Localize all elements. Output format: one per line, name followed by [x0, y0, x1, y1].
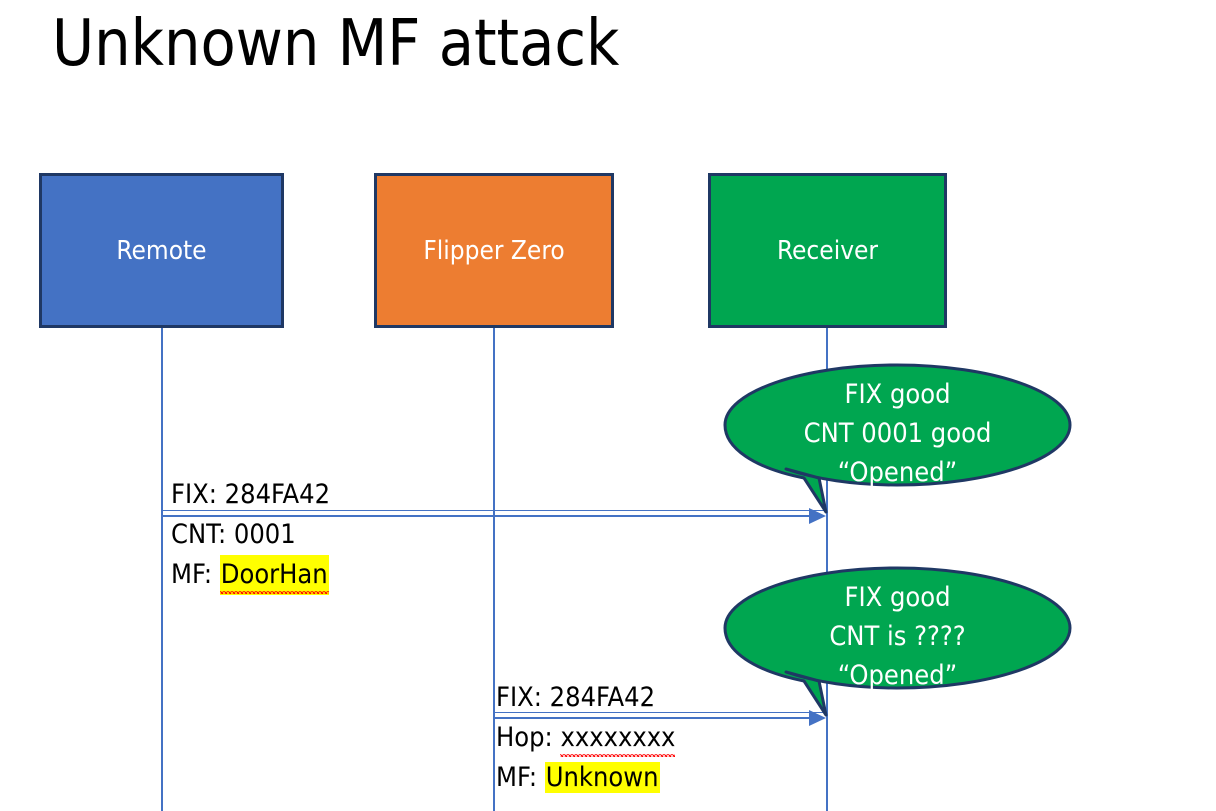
message-1-line-1-value: 284FA42 [224, 479, 331, 510]
message-1-line-2-label: CNT: [171, 519, 234, 550]
message-1-divider-line [163, 510, 827, 511]
message-1-line-1-label: FIX: [171, 479, 225, 510]
message-2-line-3-label: MF: [496, 762, 545, 793]
message-2-text-block: FIX: 284FA42 Hop: xxxxxxxx MF: Unknown [496, 678, 675, 798]
message-2-line-3-value-highlighted: Unknown [544, 762, 660, 793]
message-2-line-1: FIX: 284FA42 [496, 678, 675, 718]
message-1-line-3: MF: DoorHan [171, 555, 330, 595]
message-2-line-1-label: FIX: [496, 682, 550, 713]
message-1-line-1: FIX: 284FA42 [171, 475, 330, 515]
message-1-line-3-label: MF: [171, 559, 220, 590]
message-2-divider-line [495, 712, 827, 713]
callout-bubble-receiver-2[interactable]: FIX good CNT is ???? “Opened” [723, 566, 1072, 717]
message-2-line-1-value: 284FA42 [549, 682, 656, 713]
page-title: Unknown MF attack [52, 7, 620, 81]
lifeline-receiver [826, 328, 828, 811]
message-2-arrowhead [809, 710, 826, 726]
actor-box-receiver[interactable]: Receiver [708, 173, 947, 328]
message-1-arrowhead [809, 508, 826, 524]
callout-bubble-receiver-1[interactable]: FIX good CNT 0001 good “Opened” [723, 363, 1072, 514]
message-1-text-block: FIX: 284FA42 CNT: 0001 MF: DoorHan [171, 475, 330, 595]
message-2-line-2-value: xxxxxxxx [560, 718, 675, 758]
message-1-arrow-shaft [163, 515, 811, 517]
message-2-line-2: Hop: xxxxxxxx [496, 718, 675, 758]
message-1-line-2-value: 0001 [233, 519, 296, 550]
actor-label-receiver: Receiver [776, 235, 879, 266]
message-2-arrow-shaft [495, 717, 811, 719]
lifeline-remote [161, 328, 163, 811]
actor-label-remote: Remote [116, 235, 207, 266]
message-2-line-2-label: Hop: [496, 722, 561, 753]
message-1-line-3-value-highlighted: DoorHan [219, 555, 329, 595]
actor-box-flipper-zero[interactable]: Flipper Zero [374, 173, 614, 328]
lifeline-flipper-zero [493, 328, 495, 811]
message-1-line-2: CNT: 0001 [171, 515, 330, 555]
actor-label-flipper-zero: Flipper Zero [423, 235, 565, 266]
actor-box-remote[interactable]: Remote [39, 173, 284, 328]
message-2-line-3: MF: Unknown [496, 758, 675, 798]
